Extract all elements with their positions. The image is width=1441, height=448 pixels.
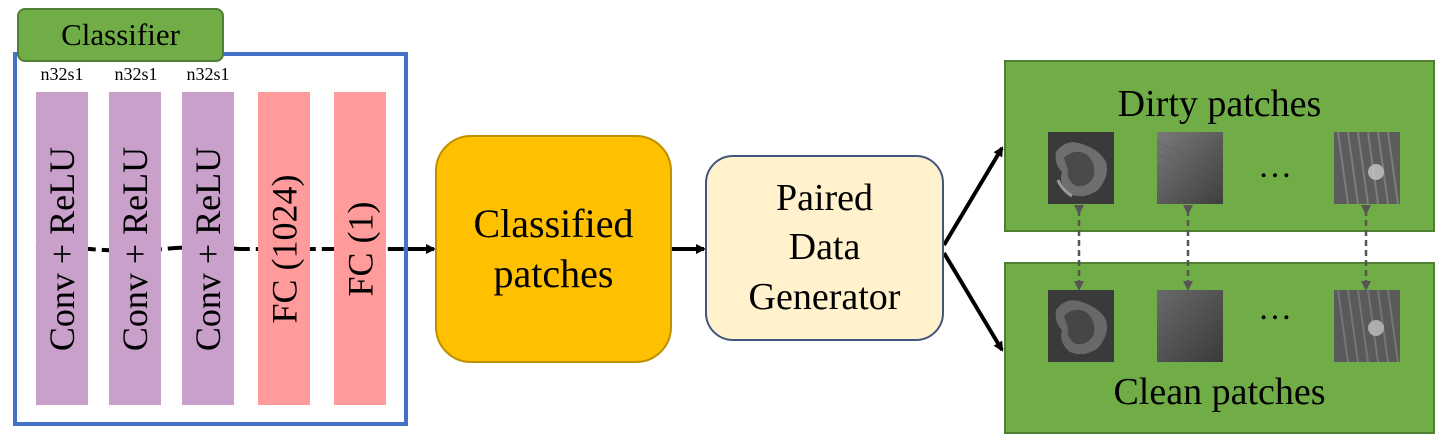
fc-1-layer: FC (1): [334, 92, 386, 405]
dirty-patch-image-2: [1157, 132, 1223, 204]
dirty-patches-panel: Dirty patches …: [1004, 60, 1435, 232]
fc-1024-layer: FC (1024): [258, 92, 310, 405]
classified-line-1: Classified: [473, 201, 634, 246]
dirty-patches-title: Dirty patches: [1117, 83, 1322, 125]
dirty-ellipsis: …: [1258, 148, 1296, 185]
clean-patches-title: Clean patches: [1113, 371, 1326, 413]
conv-relu-layer-1: Conv + ReLU: [36, 92, 88, 405]
generator-line-3: Generator: [748, 275, 901, 318]
classifier-title: Classifier: [17, 8, 224, 62]
generator-to-clean-arrow: [942, 251, 1004, 352]
clean-patch-image-1: [1048, 290, 1114, 362]
layer-label-1: n32s1: [40, 64, 84, 84]
clean-ellipsis: …: [1258, 290, 1296, 327]
dirty-patch-image-1: [1048, 132, 1114, 204]
layer-label-3: n32s1: [186, 64, 230, 84]
generator-line-2: Data: [788, 226, 861, 269]
dirty-patch-image-3: [1334, 132, 1400, 204]
clean-patch-image-2: [1157, 290, 1223, 362]
conv-relu-layer-2: Conv + ReLU: [109, 92, 161, 405]
clean-patch-image-3: [1334, 290, 1400, 362]
clean-patches-panel: … Clean patches: [1004, 262, 1435, 434]
generator-line-1: Paired: [775, 176, 874, 219]
conv-relu-layer-3: Conv + ReLU: [182, 92, 234, 405]
generator-to-dirty-arrow: [942, 146, 1004, 247]
layer-label-2: n32s1: [114, 64, 158, 84]
classified-line-2: patches: [493, 251, 614, 296]
paired-data-generator-box: Paired Data Generator: [705, 155, 944, 341]
classified-patches-box: Classified patches: [435, 135, 672, 363]
